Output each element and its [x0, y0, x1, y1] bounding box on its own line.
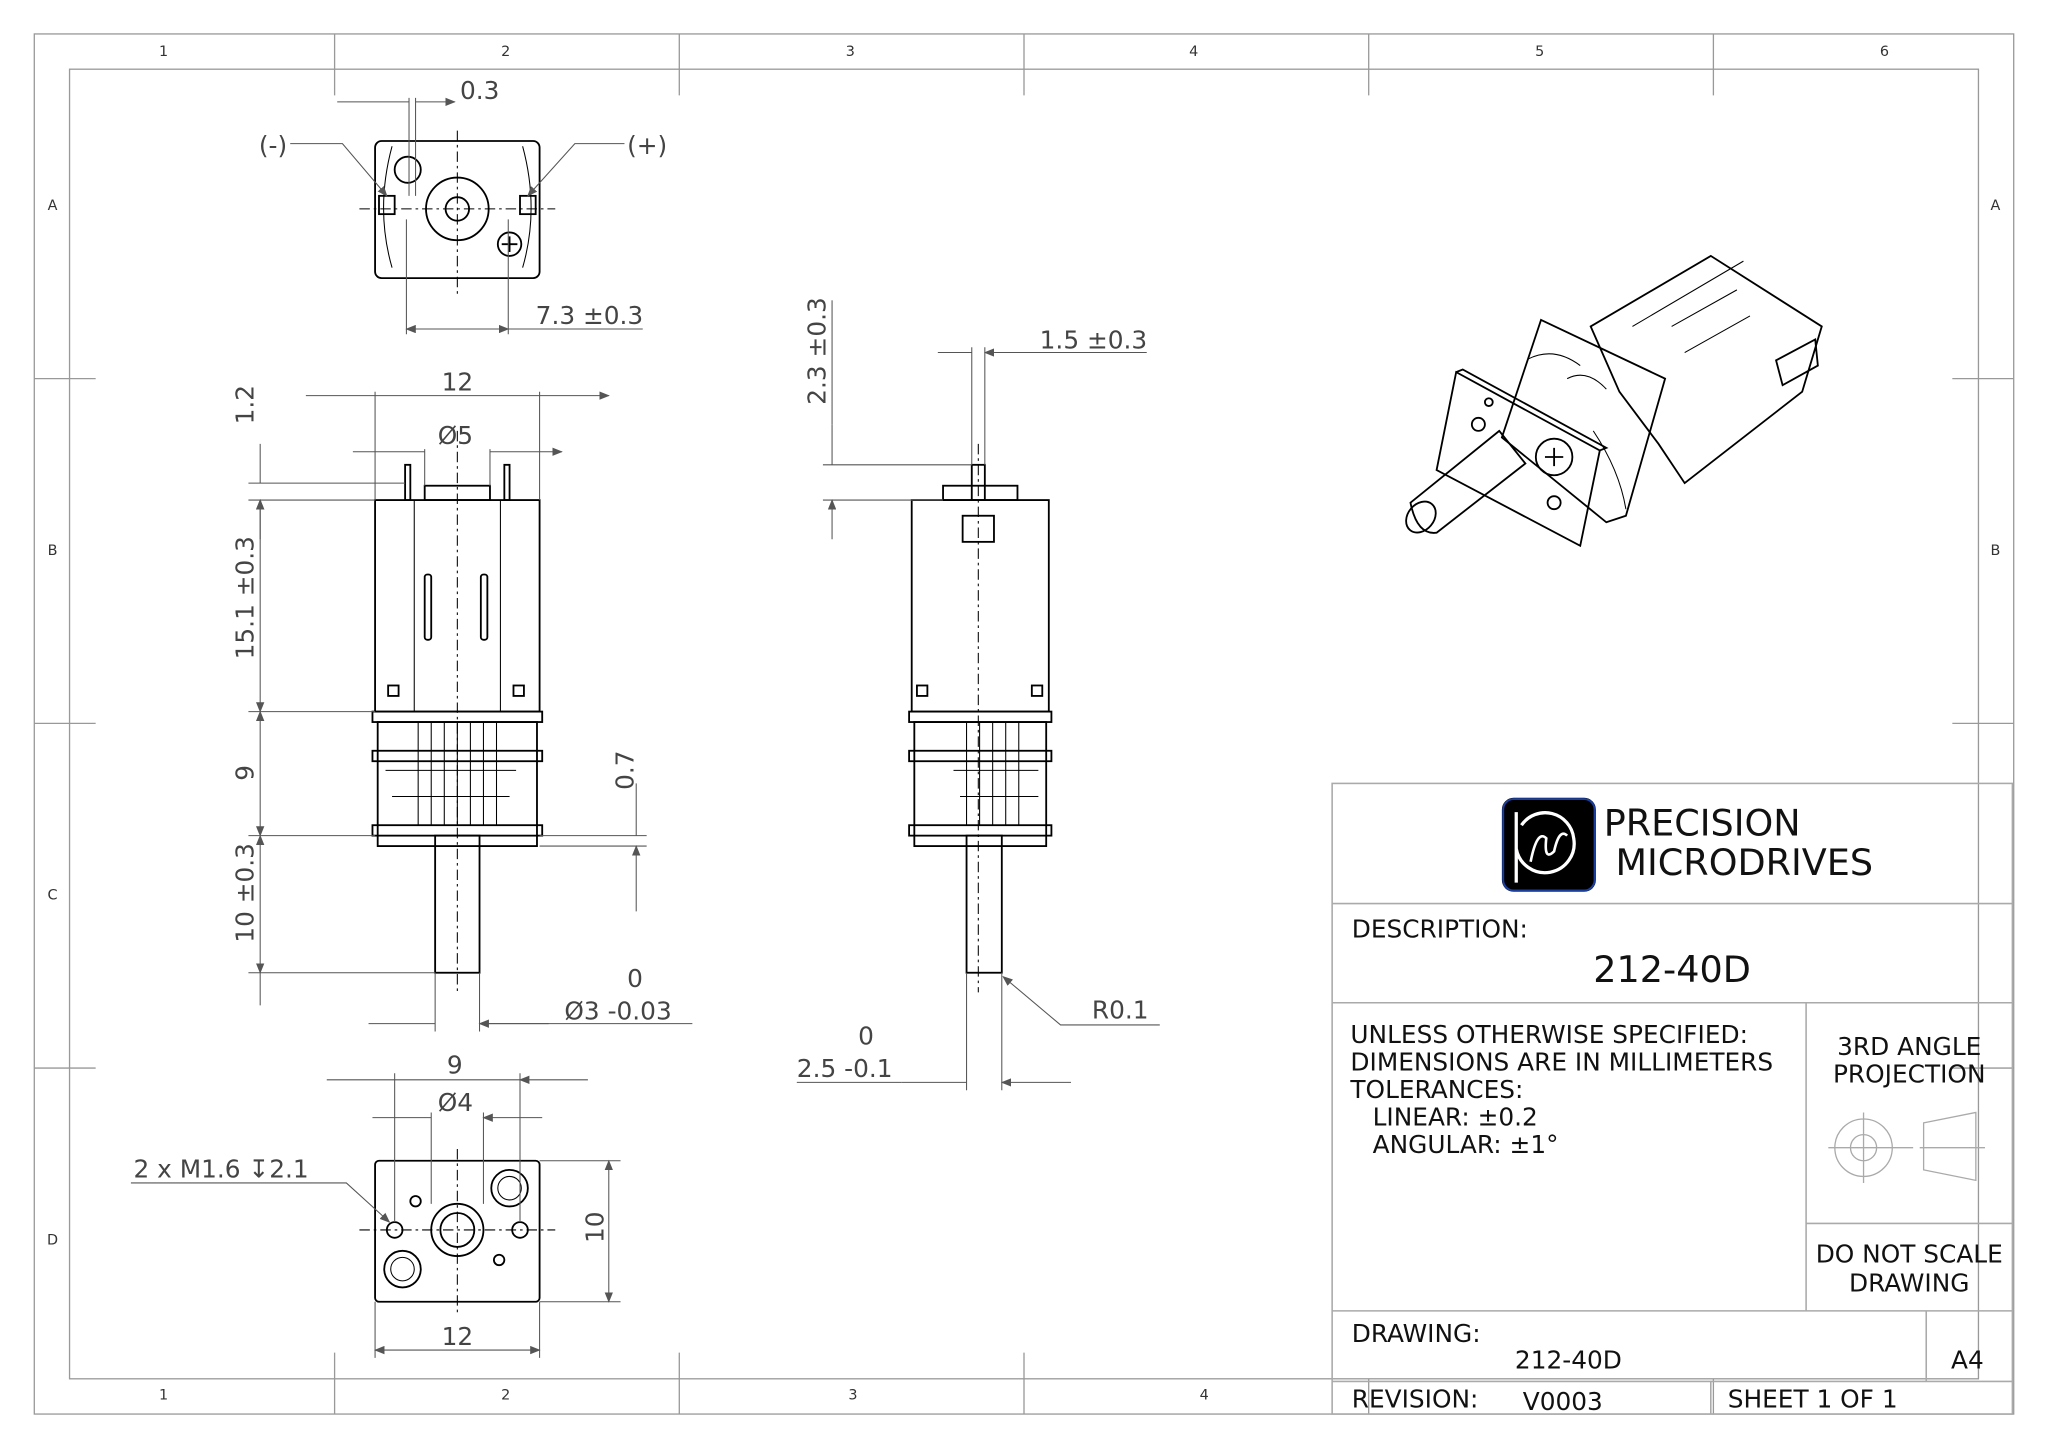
front-view: 12 Ø5 1.2 15.1 ±0.3 9 10 ±0.3 0.7 0 Ø3 -… [231, 367, 693, 1031]
dim-shaft-dia: Ø3 -0.03 [564, 997, 671, 1026]
zone-col-1-bottom: 1 [159, 1388, 168, 1404]
negative-terminal-label: (-) [259, 131, 287, 160]
dim-boss-dia: Ø4 [438, 1088, 473, 1117]
description-label: DESCRIPTION: [1352, 914, 1528, 943]
dim-terminal-protrusion: 2.3 ±0.3 [803, 297, 832, 405]
positive-terminal-label: (+) [627, 131, 667, 160]
zone-col-5: 5 [1535, 44, 1544, 60]
projection-line2: PROJECTION [1833, 1059, 1986, 1088]
dim-body-length: 15.1 ±0.3 [231, 536, 260, 659]
dim-flat-tol-upper: 0 [858, 1022, 874, 1051]
drawing-label: DRAWING: [1352, 1319, 1481, 1348]
dim-height: 10 [581, 1211, 610, 1243]
dim-boss-dia: Ø5 [438, 421, 473, 450]
third-angle-projection-symbol [1828, 1111, 1985, 1183]
sheet-frame [33, 33, 2015, 1415]
zone-col-3-bottom: 3 [848, 1388, 857, 1404]
revision-label: REVISION: [1352, 1385, 1479, 1414]
zone-row-a: A [48, 198, 58, 214]
dim-terminal-width: 1.5 ±0.3 [1040, 326, 1148, 355]
description-value: 212-40D [1593, 948, 1751, 991]
note-angular-tolerance: ANGULAR: ±1° [1373, 1130, 1559, 1159]
note-line-1: UNLESS OTHERWISE SPECIFIED: [1350, 1020, 1748, 1049]
zone-row-b-right: B [1990, 543, 2000, 559]
dim-flat: 2.5 -0.1 [797, 1054, 893, 1083]
note-linear-tolerance: LINEAR: ±0.2 [1373, 1102, 1538, 1131]
dim-radius: R0.1 [1092, 995, 1149, 1024]
dim-width: 12 [442, 367, 474, 396]
company-logo [1501, 797, 1596, 892]
zone-col-4-bottom: 4 [1200, 1388, 1209, 1404]
zone-col-3: 3 [846, 44, 855, 60]
zone-col-2-bottom: 2 [501, 1388, 510, 1404]
dim-shaft-tol-upper: 0 [627, 964, 643, 993]
dim-shaft-length: 10 ±0.3 [231, 843, 260, 943]
sheet-number: SHEET 1 OF 1 [1728, 1385, 1898, 1414]
zone-col-2: 2 [501, 44, 510, 60]
drawing-value: 212-40D [1515, 1345, 1622, 1374]
company-name-line2: MICRODRIVES [1615, 841, 1873, 884]
dim-gearbox-length: 9 [231, 765, 260, 781]
sheet-size: A4 [1951, 1345, 1984, 1374]
title-block: PRECISION MICRODRIVES DESCRIPTION: 212-4… [1331, 782, 2014, 1416]
zone-col-6: 6 [1880, 44, 1889, 60]
bottom-view: 9 Ø4 2 x M1.6 ↧2.1 10 12 [130, 1050, 621, 1358]
top-view: 0.3 (-) (+) 7.3 ±0.3 [259, 76, 667, 335]
dim-hole-spacing: 9 [447, 1050, 463, 1079]
zone-row-c: C [48, 888, 58, 904]
dim-pin-offset: 0.3 [460, 76, 499, 105]
zone-row-a-right: A [1991, 198, 2001, 214]
dim-threads: 2 x M1.6 ↧2.1 [134, 1155, 309, 1184]
zone-col-1: 1 [159, 44, 168, 60]
dim-plate: 0.7 [611, 750, 640, 789]
dim-terminal-height: 1.2 [231, 385, 260, 424]
zone-row-d: D [47, 1232, 58, 1248]
dim-terminal-spacing: 7.3 ±0.3 [536, 301, 644, 330]
zone-row-b: B [48, 543, 58, 559]
note-line-2: DIMENSIONS ARE IN MILLIMETERS [1350, 1048, 1773, 1077]
dim-bottom-width: 12 [442, 1322, 474, 1351]
company-name-line1: PRECISION [1604, 802, 1801, 845]
projection-line1: 3RD ANGLE [1837, 1032, 1981, 1061]
zone-col-4: 4 [1189, 44, 1198, 60]
note-line-3: TOLERANCES: [1349, 1075, 1523, 1104]
do-not-scale-line2: DRAWING [1849, 1268, 1970, 1297]
revision-value: V0003 [1523, 1387, 1603, 1416]
zone-labels: 1 2 3 4 5 6 1 2 3 4 A B C D A B [47, 44, 2000, 1404]
side-view: 1.5 ±0.3 2.3 ±0.3 R0.1 0 2.5 -0.1 [797, 297, 1160, 1090]
isometric-view [1405, 254, 1823, 548]
do-not-scale-line1: DO NOT SCALE [1816, 1240, 2003, 1269]
